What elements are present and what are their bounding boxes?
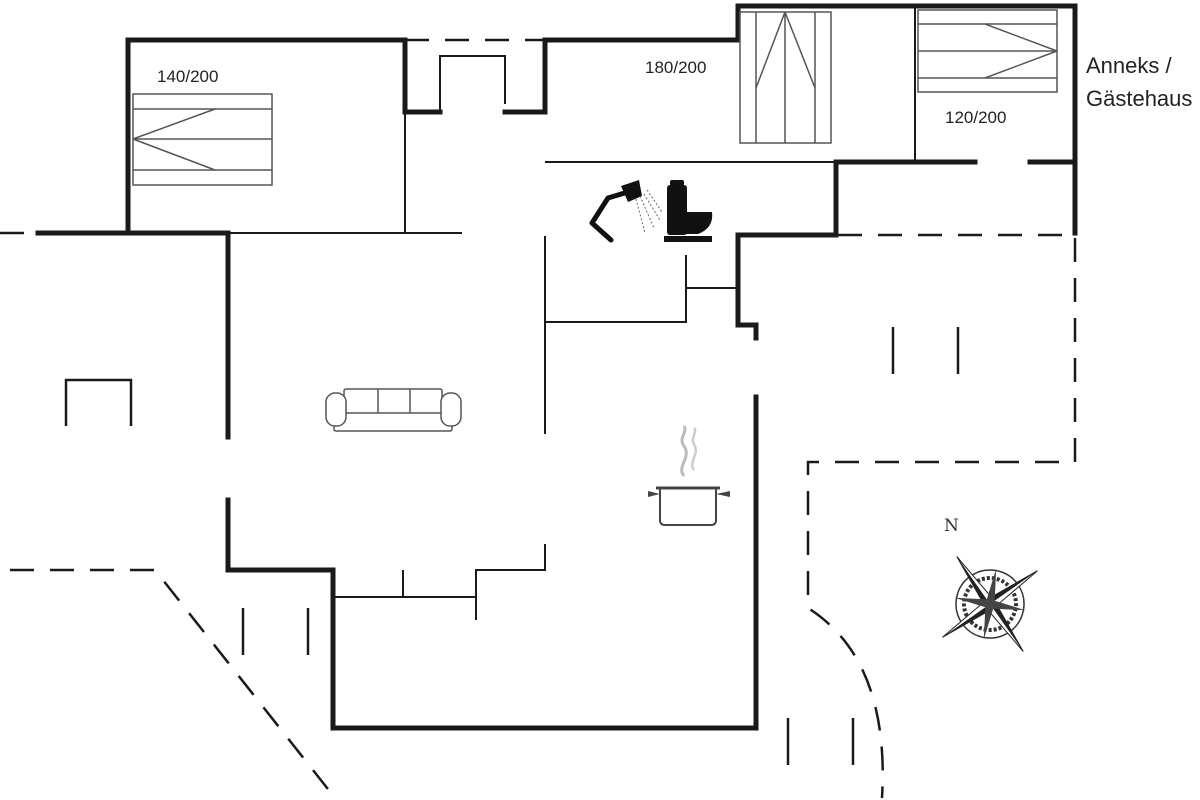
toilet-icon	[664, 180, 713, 242]
annex-label-line2: Gästehaus	[1086, 86, 1192, 111]
shower-icon	[589, 180, 663, 243]
terrace-outlines	[0, 38, 1077, 799]
annex-label-line1: Anneks /	[1086, 53, 1172, 78]
bed-size-label-annex-middle: 180/200	[645, 58, 706, 77]
bed-icon	[739, 11, 832, 144]
bed-size-label-left: 140/200	[157, 67, 218, 86]
sofa-icon	[325, 388, 462, 432]
interior-walls	[130, 8, 916, 620]
bed-icon	[917, 9, 1058, 93]
fireplace-outline	[64, 378, 133, 426]
cooking-pot-icon	[648, 425, 730, 526]
compass-rose-icon	[942, 556, 1038, 652]
bed-icon	[132, 93, 273, 186]
deck-markers	[241, 327, 960, 765]
bed-size-label-annex-right: 120/200	[945, 108, 1006, 127]
compass-north-label: N	[944, 516, 959, 536]
